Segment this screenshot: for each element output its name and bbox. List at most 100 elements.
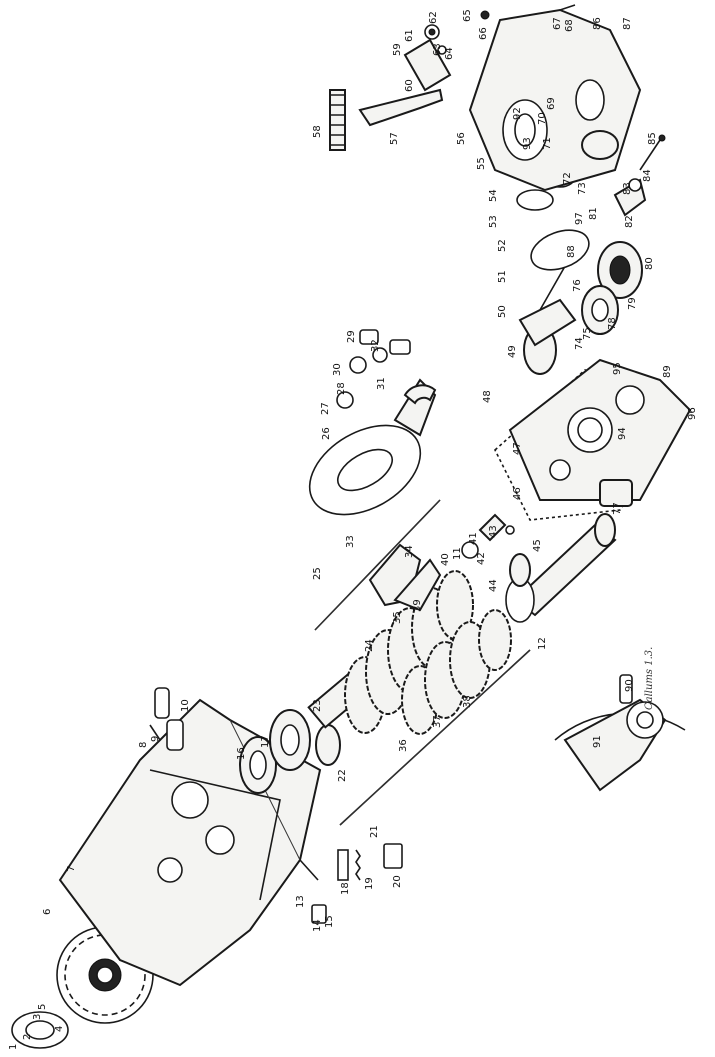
label-75: 75 — [582, 327, 593, 340]
label-35: 35 — [392, 611, 403, 624]
label-91: 91 — [592, 735, 603, 748]
label-42: 42 — [476, 552, 487, 565]
label-84: 84 — [642, 169, 653, 182]
label-78: 78 — [607, 317, 618, 330]
artist-signature: Callums 1.3. — [644, 647, 655, 710]
label-80: 80 — [644, 257, 655, 270]
label-65: 65 — [462, 9, 473, 22]
label-83: 83 — [622, 182, 633, 195]
label-61: 61 — [404, 29, 415, 42]
label-15: 15 — [324, 915, 335, 928]
label-89: 89 — [662, 365, 673, 378]
label-47: 47 — [512, 442, 523, 455]
label-59: 59 — [392, 43, 403, 56]
label-28: 28 — [336, 382, 347, 395]
label-36: 36 — [398, 739, 409, 752]
camplate-assembly — [308, 329, 437, 516]
label-56: 56 — [456, 132, 467, 145]
outer-cover — [468, 4, 642, 192]
label-27: 27 — [320, 402, 331, 415]
label-93: 93 — [522, 137, 533, 150]
label-62: 62 — [428, 11, 439, 24]
label-33: 33 — [345, 535, 356, 548]
label-18: 18 — [340, 882, 351, 895]
label-32: 32 — [370, 339, 381, 352]
label-50: 50 — [497, 305, 508, 318]
label-55: 55 — [476, 157, 487, 170]
label-19: 19 — [364, 877, 375, 890]
label-86: 86 — [592, 17, 603, 30]
label-60: 60 — [404, 79, 415, 92]
label-90: 90 — [624, 679, 635, 692]
label-85: 85 — [647, 132, 658, 145]
label-69: 69 — [546, 97, 557, 110]
label-34: 34 — [404, 545, 415, 558]
label-53: 53 — [488, 215, 499, 228]
label-45: 45 — [532, 539, 543, 552]
label-70: 70 — [537, 112, 548, 125]
label-57: 57 — [389, 132, 400, 145]
label-67: 67 — [552, 17, 563, 30]
label-39: 39 — [412, 599, 423, 612]
label-46: 46 — [512, 487, 523, 500]
label-41: 41 — [468, 532, 479, 545]
label-22: 22 — [337, 769, 348, 782]
label-24: 24 — [364, 639, 375, 652]
label-71: 71 — [542, 137, 553, 150]
label-52: 52 — [497, 239, 508, 252]
label-51: 51 — [497, 270, 508, 283]
label-1: 1 — [8, 1044, 19, 1050]
label-76: 76 — [572, 279, 583, 292]
label-88: 88 — [566, 245, 577, 258]
label-29: 29 — [346, 330, 357, 343]
label-77: 77 — [612, 502, 623, 515]
label-73: 73 — [577, 182, 588, 195]
label-21: 21 — [369, 825, 380, 838]
label-72: 72 — [562, 172, 573, 185]
label-54: 54 — [488, 189, 499, 202]
label-8: 8 — [138, 742, 149, 748]
label-4: 4 — [54, 1026, 65, 1032]
label-40: 40 — [440, 553, 451, 566]
label-58: 58 — [312, 125, 323, 138]
label-16: 16 — [236, 747, 247, 760]
label-82: 82 — [624, 215, 635, 228]
label-94: 94 — [617, 427, 628, 440]
label-20: 20 — [392, 875, 403, 888]
label-2: 2 — [22, 1034, 33, 1040]
label-97: 97 — [574, 212, 585, 225]
label-44: 44 — [488, 579, 499, 592]
label-79: 79 — [627, 297, 638, 310]
label-17: 17 — [260, 735, 271, 748]
label-64: 64 — [444, 47, 455, 60]
label-92: 92 — [512, 107, 523, 120]
label-49: 49 — [507, 345, 518, 358]
label-96: 96 — [687, 407, 698, 420]
label-66: 66 — [478, 27, 489, 40]
label-26: 26 — [321, 427, 332, 440]
label-37: 37 — [432, 715, 443, 728]
label-3: 3 — [32, 1014, 43, 1020]
label-11: 11 — [452, 547, 463, 560]
label-95: 95 — [612, 362, 623, 375]
label-31: 31 — [376, 377, 387, 390]
label-81: 81 — [588, 207, 599, 220]
label-7: 7 — [66, 866, 77, 872]
label-10: 10 — [180, 699, 191, 712]
label-48: 48 — [482, 390, 493, 403]
gear-cluster — [307, 513, 617, 735]
label-74: 74 — [574, 337, 585, 350]
label-43: 43 — [488, 525, 499, 538]
label-13: 13 — [295, 895, 306, 908]
label-5: 5 — [37, 1004, 48, 1010]
layshaft-rod — [339, 649, 531, 826]
small-parts-40-45 — [461, 513, 531, 587]
label-12: 12 — [537, 637, 548, 650]
label-30: 30 — [332, 363, 343, 376]
label-6: 6 — [42, 909, 53, 915]
bearings — [239, 709, 341, 794]
label-87: 87 — [622, 17, 633, 30]
label-25: 25 — [312, 567, 323, 580]
inner-cover — [494, 358, 692, 521]
